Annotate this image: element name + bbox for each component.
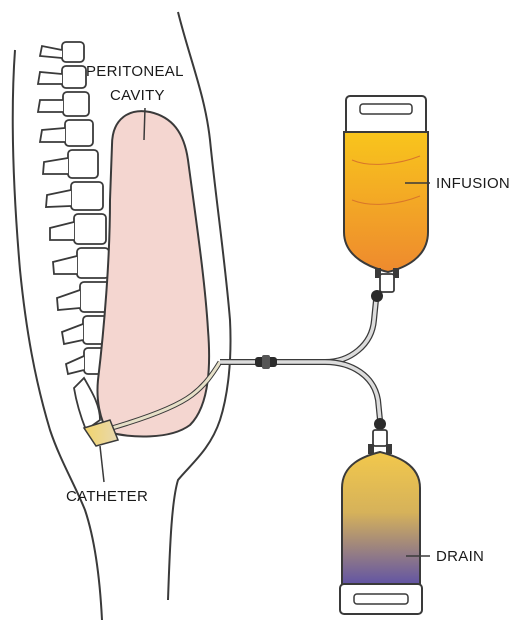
drain-bag-base [340, 584, 422, 614]
vertebra [65, 120, 93, 146]
vertebra [62, 66, 86, 88]
drain-bag-body [342, 452, 420, 586]
infusion-label: INFUSION [436, 175, 510, 192]
peritoneal-cavity [97, 111, 209, 436]
vertebra [62, 42, 84, 62]
catheter-label: CATHETER [66, 488, 148, 505]
drain-label: DRAIN [436, 548, 484, 565]
vertebra [68, 150, 98, 178]
catheter-pointer-line [100, 446, 104, 482]
infusion-tube [325, 300, 376, 362]
vertebra [63, 92, 89, 116]
drain-bag [340, 418, 422, 614]
sacrum [74, 378, 100, 430]
peritoneal-label-line2: CAVITY [110, 87, 165, 104]
drain-tube [325, 362, 380, 420]
tube-connector [255, 355, 277, 369]
cavity-pointer-line [144, 108, 145, 140]
peritoneal-label-line1: PERITONEAL [86, 63, 184, 80]
vertebra [71, 182, 103, 210]
infusion-bag [344, 96, 428, 302]
infusion-bag-port [380, 274, 394, 292]
drain-bag-port [373, 430, 387, 446]
infusion-bag-hanger [346, 96, 426, 136]
vertebra [74, 214, 106, 244]
vertebra [77, 248, 109, 278]
